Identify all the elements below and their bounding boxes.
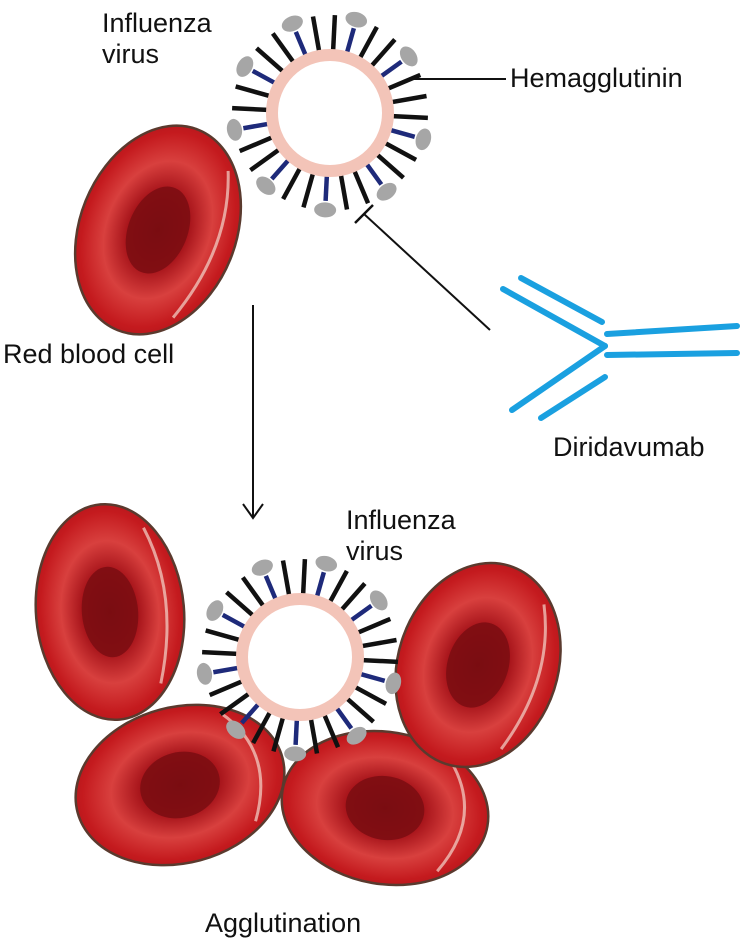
viral-envelope xyxy=(266,49,394,177)
hemagglutinin-label: Hemagglutinin xyxy=(510,63,683,93)
influenza-virus-bottom xyxy=(196,555,402,762)
rbc-bottom-left xyxy=(34,502,186,722)
spike-tip xyxy=(256,176,276,195)
rbc-bottom-center-right xyxy=(280,729,490,887)
spike-tip xyxy=(345,11,368,28)
inhibition-line xyxy=(363,213,491,331)
spike-tip xyxy=(206,600,224,621)
rbc-bottom-right xyxy=(394,561,562,769)
spike-tip xyxy=(399,46,418,67)
spike-tip xyxy=(281,15,303,32)
spike-tip xyxy=(251,559,273,576)
spike-tip xyxy=(376,182,397,201)
agglutination-label: Agglutination xyxy=(205,908,362,938)
virus-top-label: Influenza virus xyxy=(102,8,212,69)
spike-tip xyxy=(284,746,307,762)
virus-bottom-label: Influenza virus xyxy=(346,505,456,566)
spike-tip xyxy=(196,662,213,685)
spike-tip xyxy=(415,128,432,151)
inhibition-bar xyxy=(354,204,374,224)
spike-tip xyxy=(236,56,254,77)
spike-tip xyxy=(385,672,402,695)
spike-tip xyxy=(315,555,338,572)
viral-core xyxy=(279,62,381,164)
rbc-top xyxy=(73,124,243,336)
rbc-bottom-center-left xyxy=(74,703,286,867)
spike-tip xyxy=(226,118,243,141)
antibody-icon xyxy=(500,275,740,421)
down-arrow-head xyxy=(242,503,264,520)
red-blood-cell-label: Red blood cell xyxy=(3,339,175,369)
spike-tip xyxy=(346,726,367,745)
viral-envelope xyxy=(236,593,364,721)
spike-tip xyxy=(226,720,246,739)
spike-tip xyxy=(314,202,337,218)
viral-core xyxy=(249,606,351,708)
influenza-virus-top xyxy=(226,11,432,218)
antibody-label: Diridavumab xyxy=(553,432,705,462)
spike-tip xyxy=(369,590,388,611)
